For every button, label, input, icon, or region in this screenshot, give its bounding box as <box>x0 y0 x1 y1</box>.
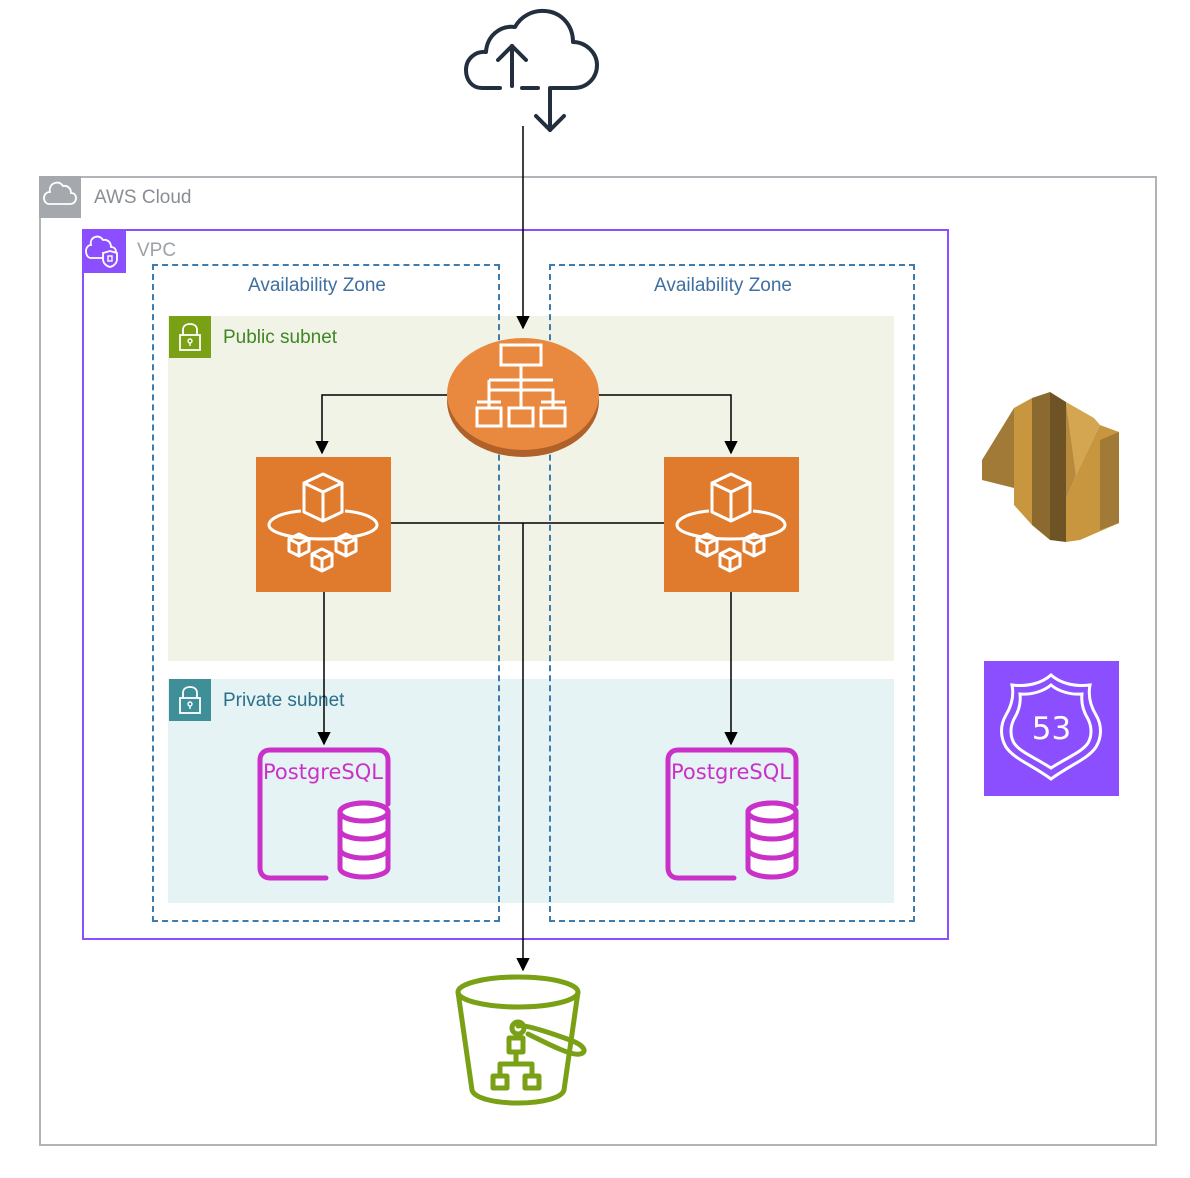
internet-cloud-icon <box>460 6 606 136</box>
private-subnet-label: Private subnet <box>223 690 345 711</box>
aws-cloud-label: AWS Cloud <box>94 187 192 208</box>
route53-icon[interactable]: 53 <box>984 661 1119 796</box>
rds-postgresql-icon-1[interactable]: PostgreSQL <box>256 746 392 882</box>
elastic-beanstalk-icon[interactable] <box>980 380 1120 546</box>
aws-cloud-group <box>39 176 1157 1146</box>
availability-zone-1 <box>152 264 500 922</box>
route53-label: 53 <box>1031 711 1072 747</box>
aws-cloud-icon <box>39 176 81 218</box>
vpc-group <box>82 229 949 940</box>
public-subnet-padlock-icon <box>169 316 211 358</box>
vpc-label: VPC <box>137 240 177 261</box>
availability-zone-2-label: Availability Zone <box>654 275 793 296</box>
private-subnet-padlock-icon <box>169 679 211 721</box>
container-service-icon-2[interactable] <box>664 457 799 592</box>
load-balancer-icon[interactable] <box>445 332 601 458</box>
rds-postgresql-icon-2[interactable]: PostgreSQL <box>664 746 800 882</box>
db-1-label: PostgreSQL <box>263 760 383 784</box>
s3-bucket-icon[interactable] <box>452 972 592 1108</box>
container-service-icon-1[interactable] <box>256 457 391 592</box>
public-subnet-label: Public subnet <box>223 327 338 348</box>
vpc-icon <box>82 229 126 273</box>
availability-zone-1-label: Availability Zone <box>248 275 387 296</box>
lb-to-compute-2-edge <box>599 394 738 455</box>
availability-zone-2 <box>549 264 915 922</box>
db-2-label: PostgreSQL <box>671 760 791 784</box>
lb-to-compute-1-edge <box>315 394 447 455</box>
